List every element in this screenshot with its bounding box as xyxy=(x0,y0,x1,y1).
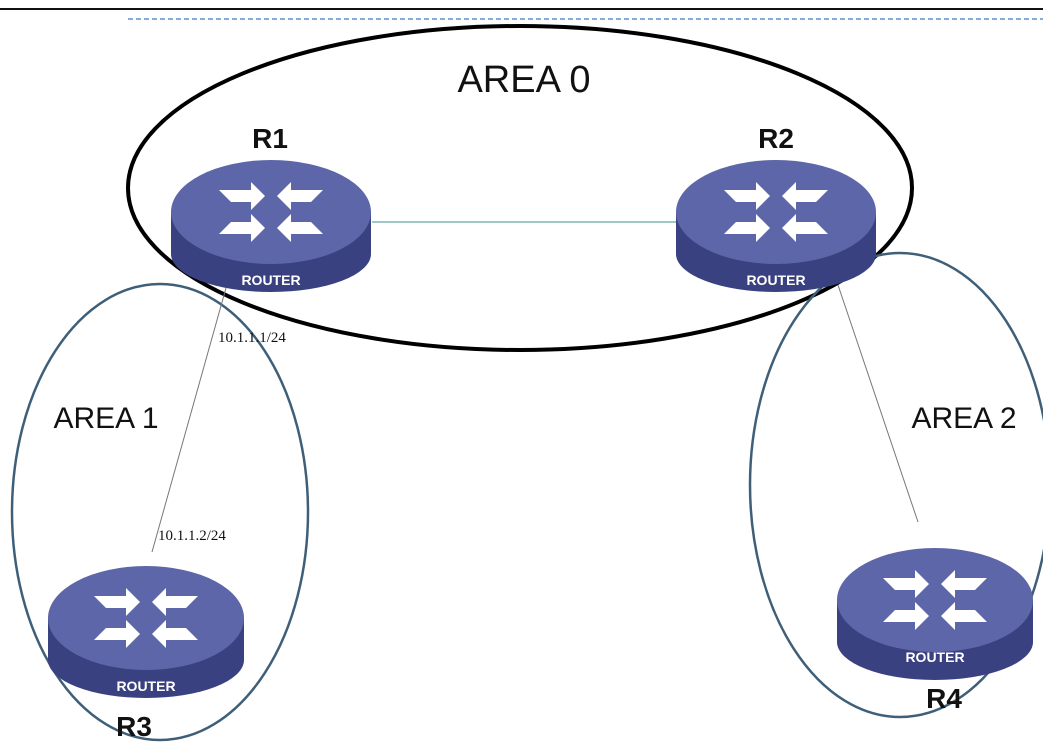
router-r1-plate: ROUTER xyxy=(241,272,300,288)
router-r3[interactable]: ROUTER xyxy=(48,566,244,698)
router-r1-top xyxy=(171,160,371,264)
area-0-boundary xyxy=(126,24,914,352)
link-r1-r3 xyxy=(151,287,227,553)
router-r4-plate: ROUTER xyxy=(905,649,964,665)
ip-label-r3: 10.1.1.2/24 xyxy=(158,528,226,544)
router-r4[interactable]: ROUTER xyxy=(837,548,1033,680)
link-r2-r4 xyxy=(837,284,919,523)
router-r1-label: R1 xyxy=(252,123,288,154)
router-r2-top xyxy=(676,160,876,264)
router-r3-plate: ROUTER xyxy=(116,678,175,694)
router-r3-top xyxy=(48,566,244,670)
area-2-label: AREA 2 xyxy=(911,402,1016,435)
area-1-label: AREA 1 xyxy=(53,402,158,435)
router-r1[interactable]: ROUTER xyxy=(171,160,371,292)
router-r2-label: R2 xyxy=(758,123,794,154)
router-r4-label: R4 xyxy=(926,683,962,714)
router-r2-plate: ROUTER xyxy=(746,272,805,288)
router-r4-top xyxy=(837,548,1033,652)
area-0-label: AREA 0 xyxy=(457,59,590,101)
ip-label-r1: 10.1.1.1/24 xyxy=(218,330,286,346)
router-r2[interactable]: ROUTER xyxy=(676,160,876,292)
router-r3-label: R3 xyxy=(116,711,152,742)
area-2-boundary xyxy=(748,251,1043,719)
area-1-boundary xyxy=(10,282,310,742)
